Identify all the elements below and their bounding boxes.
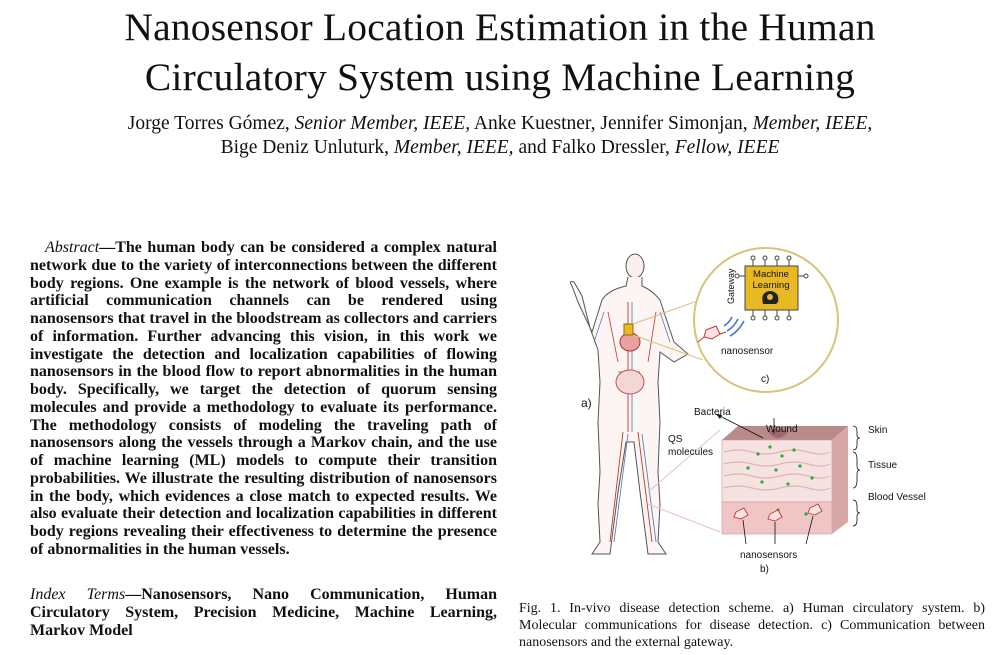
brain-head-icon	[762, 291, 779, 304]
index-terms: Index Terms—Nanosensors, Nano Communicat…	[30, 586, 497, 639]
human-body-illustration	[569, 253, 689, 555]
figure-1: a) Machine Learning	[548, 242, 988, 582]
author-name: Jorge Torres Gómez,	[127, 113, 290, 134]
panel-label-c: c)	[761, 374, 769, 385]
nanosensor-icon	[697, 325, 727, 343]
title-line-2: Circulatory System using Machine Learnin…	[144, 55, 856, 99]
abstract: Abstract—The human body can be considere…	[30, 239, 497, 559]
figure-caption: Fig. 1. In-vivo disease detection scheme…	[519, 601, 985, 650]
panel-label-a: a)	[581, 396, 592, 410]
abstract-label: Abstract	[45, 239, 100, 256]
title-line-1: Nanosensor Location Estimation in the Hu…	[124, 5, 876, 49]
index-terms-text: —Nanosensors, Nano Communication, Human …	[30, 586, 497, 639]
author-name: Anke Kuestner, Jennifer Simonjan,	[473, 113, 748, 134]
tissue-panel: Bacteria Wound QS molecules Skin Tissue …	[668, 407, 926, 575]
abstract-text: —The human body can be considered a comp…	[30, 239, 497, 558]
author-list: Jorge Torres Gómez, Senior Member, IEEE,…	[0, 112, 1000, 160]
qs-label-line1: QS	[668, 434, 683, 445]
qs-label-line2: molecules	[668, 447, 713, 458]
author-role: Senior Member, IEEE,	[294, 113, 471, 134]
wound-label: Wound	[766, 424, 798, 435]
nanosensor-label: nanosensor	[721, 346, 774, 357]
author-role: Fellow, IEEE	[674, 137, 780, 158]
paper-title: Nanosensor Location Estimation in the Hu…	[0, 2, 1000, 102]
figure-diagram: a) Machine Learning	[569, 247, 926, 575]
author-name: and Falko Dressler,	[518, 137, 670, 158]
blood-vessel-label: Blood Vessel	[868, 492, 926, 503]
author-role: Member, IEEE,	[393, 137, 514, 158]
skin-label: Skin	[868, 425, 887, 436]
gateway-label: Gateway	[726, 268, 736, 304]
author-role: Member, IEEE,	[752, 113, 873, 134]
tissue-label: Tissue	[868, 460, 898, 471]
gateway-panel: Machine Learning Gateway nanosensor c)	[693, 247, 839, 393]
bacteria-label: Bacteria	[694, 407, 731, 418]
ml-label-line2: Learning	[753, 280, 790, 291]
author-name: Bige Deniz Unluturk,	[220, 137, 390, 158]
ml-label-line1: Machine	[753, 269, 789, 280]
nanosensors-label: nanosensors	[740, 550, 797, 561]
signal-waves-icon	[723, 316, 745, 337]
index-terms-label: Index Terms	[30, 586, 126, 603]
panel-label-b: b)	[760, 564, 769, 575]
